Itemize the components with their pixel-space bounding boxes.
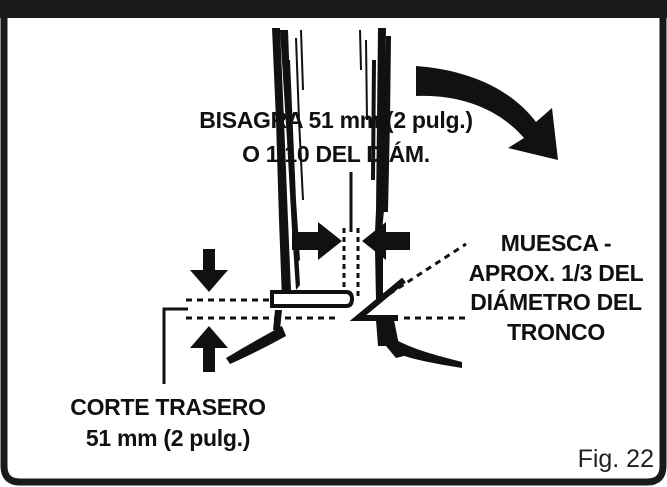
notch-label-line3: DIÁMETRO DEL	[470, 288, 642, 315]
notch-cut	[349, 277, 406, 321]
stump-left-flare	[226, 326, 286, 364]
hinge-label-line2: O 1/10 DEL DIÁM.	[242, 140, 430, 167]
hinge-left-arrow-icon	[292, 222, 342, 260]
backcut-leader-line	[162, 307, 188, 384]
hinge-label-line1: BISAGRA 51 mm (2 pulg.)	[199, 107, 472, 133]
notch-label-line2: APROX. 1/3 DEL	[469, 260, 644, 286]
backcut-label-line1: CORTE TRASERO	[70, 394, 265, 420]
trunk-bark-strokes	[295, 29, 368, 201]
hinge-right-arrow-icon	[362, 222, 410, 260]
backcut-label-line2: 51 mm (2 pulg.)	[86, 425, 250, 451]
top-bar	[0, 0, 667, 18]
backcut-up-arrow-icon	[190, 326, 228, 372]
figure-number: Fig. 22	[578, 445, 654, 473]
notch-label-line4: TRONCO	[507, 319, 605, 345]
backcut-down-arrow-icon	[190, 249, 228, 292]
backcut-slot	[270, 290, 355, 308]
hinge-dashed-box	[342, 228, 360, 300]
cut-dashed-lines	[186, 298, 466, 320]
notch-label-line1: MUESCA -	[501, 230, 611, 256]
trunk-left-edge	[272, 28, 300, 330]
trunk-right-edge	[371, 28, 462, 368]
fall-direction-arrow-icon	[416, 66, 558, 160]
